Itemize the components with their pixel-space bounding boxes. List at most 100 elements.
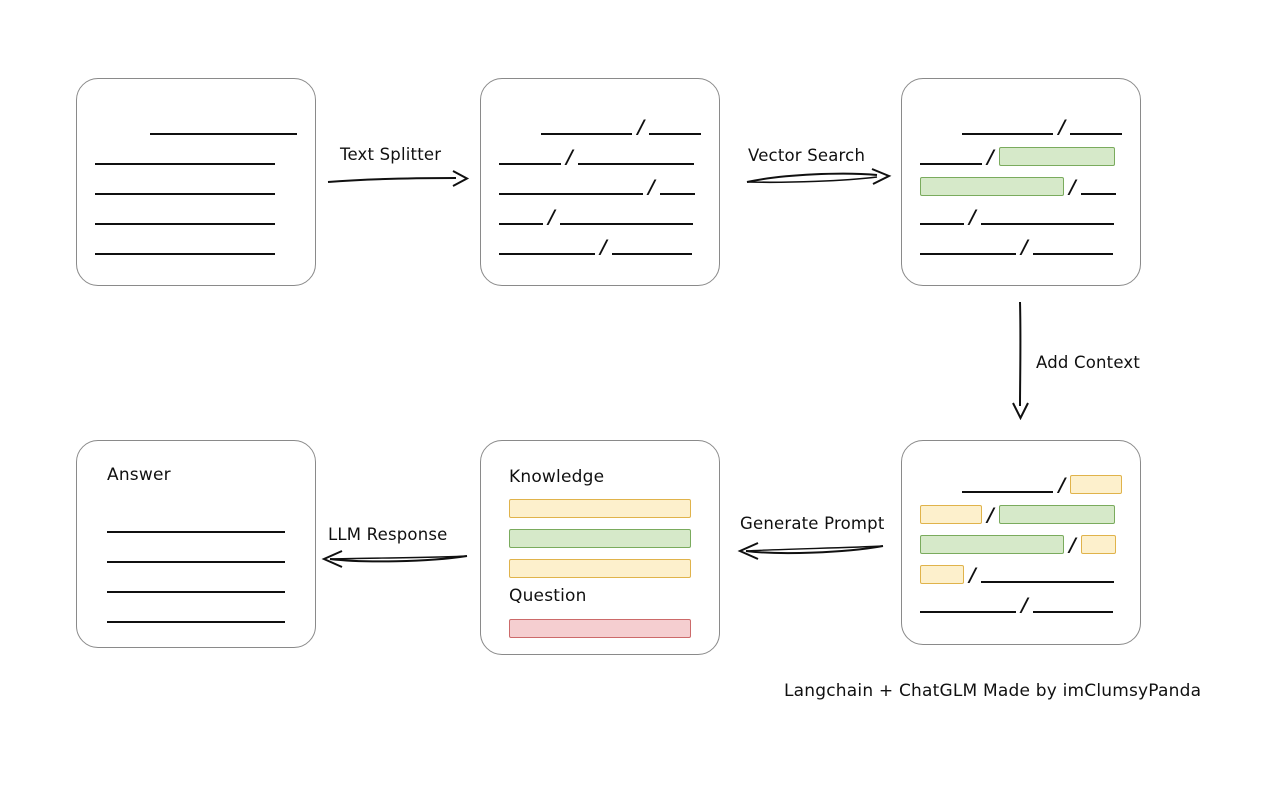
answer-heading: Answer xyxy=(107,465,171,485)
text-line-segment xyxy=(499,193,643,195)
text-line-segment xyxy=(499,253,595,255)
text-line-segment xyxy=(920,611,1016,613)
highlight-chunk-yellow xyxy=(1070,474,1122,494)
card-retrieved-chunks: / / / / / xyxy=(901,78,1141,286)
highlight-chunk-green xyxy=(998,146,1115,166)
card-context-chunks: / / / / / xyxy=(901,440,1141,645)
card-source-document xyxy=(76,78,316,286)
text-line-segment xyxy=(980,581,1114,583)
context-chunks-rows: / / / / / xyxy=(902,469,1140,619)
text-line-segment xyxy=(980,223,1114,225)
text-line-segment xyxy=(95,193,275,195)
document-row xyxy=(95,141,297,171)
answer-rows xyxy=(77,509,315,629)
text-line-segment xyxy=(95,223,275,225)
highlight-chunk-yellow xyxy=(920,504,982,524)
chunk-separator-slash: / xyxy=(1069,176,1076,198)
text-line-segment xyxy=(1080,193,1116,195)
chunk-separator-slash: / xyxy=(987,504,994,526)
text-line-segment xyxy=(1032,253,1113,255)
prompt-bar-row xyxy=(509,493,691,523)
text-line-segment xyxy=(1070,133,1122,135)
prompt-knowledge-heading: Knowledge xyxy=(509,467,605,487)
edge-label-text-splitter: Text Splitter xyxy=(340,145,442,164)
chunk-separator-slash: / xyxy=(600,236,607,258)
document-row xyxy=(95,231,297,261)
chunk-separator-slash: / xyxy=(987,146,994,168)
arrow-text-splitter xyxy=(326,168,471,190)
document-row: / xyxy=(499,111,701,141)
highlight-chunk-green xyxy=(920,176,1064,196)
prompt-question-bars xyxy=(481,613,719,643)
edge-label-add-context: Add Context xyxy=(1036,353,1141,372)
text-line-segment xyxy=(962,491,1054,493)
chunk-separator-slash: / xyxy=(1021,236,1028,258)
split-chunks-rows: / / / / / xyxy=(481,111,719,261)
document-row: / xyxy=(920,141,1122,171)
chunk-separator-slash: / xyxy=(1069,534,1076,556)
arrow-add-context xyxy=(1008,300,1034,421)
chunk-separator-slash: / xyxy=(1021,594,1028,616)
chunk-separator-slash: / xyxy=(548,206,555,228)
document-row: / xyxy=(920,231,1122,261)
text-line-segment xyxy=(920,253,1016,255)
document-row: / xyxy=(920,469,1122,499)
text-line-segment xyxy=(659,193,695,195)
text-line-segment xyxy=(499,163,561,165)
text-line-segment xyxy=(107,531,285,533)
highlight-chunk-yellow xyxy=(1080,534,1116,554)
edge-label-llm-response: LLM Response xyxy=(328,525,448,544)
document-row: / xyxy=(920,201,1122,231)
chunk-separator-slash: / xyxy=(648,176,655,198)
text-line-segment xyxy=(962,133,1054,135)
text-line-segment xyxy=(920,163,982,165)
prompt-bar-row xyxy=(509,523,691,553)
prompt-bar-row xyxy=(509,613,691,643)
text-line-segment xyxy=(541,133,633,135)
highlight-chunk-green xyxy=(509,528,691,548)
chunk-separator-slash: / xyxy=(566,146,573,168)
arrow-vector-search xyxy=(744,166,892,192)
text-line-segment xyxy=(107,591,285,593)
chunk-separator-slash: / xyxy=(1058,474,1066,496)
diagram-caption: Langchain + ChatGLM Made by imClumsyPand… xyxy=(784,681,1202,701)
document-row: / xyxy=(920,559,1122,589)
document-row: / xyxy=(920,529,1122,559)
chunk-separator-slash: / xyxy=(637,116,645,138)
source-document-rows xyxy=(77,111,315,261)
text-line-segment xyxy=(559,223,693,225)
text-line-segment xyxy=(95,253,275,255)
highlight-chunk-green xyxy=(998,504,1115,524)
document-row: / xyxy=(920,499,1122,529)
chunk-separator-slash: / xyxy=(1058,116,1066,138)
document-row: / xyxy=(920,111,1122,141)
document-row xyxy=(95,171,297,201)
document-row: / xyxy=(499,141,701,171)
card-prompt: Knowledge Question xyxy=(480,440,720,655)
prompt-knowledge-bars xyxy=(481,493,719,583)
highlight-chunk-red xyxy=(509,618,691,638)
chunk-separator-slash: / xyxy=(969,206,976,228)
retrieved-chunks-rows: / / / / / xyxy=(902,111,1140,261)
document-row xyxy=(107,599,285,629)
text-line-segment xyxy=(649,133,701,135)
document-row: / xyxy=(499,231,701,261)
edge-label-generate-prompt: Generate Prompt xyxy=(740,514,885,533)
prompt-question-heading: Question xyxy=(509,586,587,606)
text-line-segment xyxy=(95,163,275,165)
document-row: / xyxy=(920,589,1122,619)
prompt-bar-row xyxy=(509,553,691,583)
text-line-segment xyxy=(611,253,692,255)
highlight-chunk-yellow xyxy=(509,558,691,578)
document-row: / xyxy=(920,171,1122,201)
document-row xyxy=(107,509,285,539)
document-row xyxy=(95,201,297,231)
document-row: / xyxy=(499,201,701,231)
text-line-segment xyxy=(499,223,543,225)
text-line-segment xyxy=(1032,611,1113,613)
card-answer: Answer xyxy=(76,440,316,648)
document-row xyxy=(107,539,285,569)
document-row xyxy=(107,569,285,599)
edge-label-vector-search: Vector Search xyxy=(748,146,866,165)
chunk-separator-slash: / xyxy=(969,564,976,586)
